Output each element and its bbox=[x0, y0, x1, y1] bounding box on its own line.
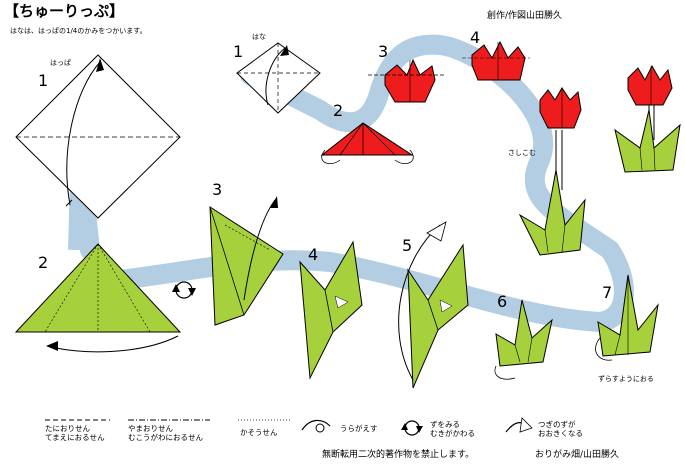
legend-enlarge-line2: おおきくなる bbox=[538, 429, 583, 439]
legend-mountain-fold-line2: むこうがわにおるせん bbox=[128, 433, 203, 443]
leaf-step-7-number: 7 bbox=[602, 283, 613, 302]
flower-step-1-number: 1 bbox=[233, 42, 244, 61]
flower-step-1-diagram bbox=[236, 42, 321, 114]
turn-over-icon bbox=[301, 419, 331, 431]
leaf-step-1-number: 1 bbox=[38, 71, 49, 90]
legend-valley-fold-line1: たにおりせん bbox=[45, 424, 90, 433]
insert-label: さしこむ bbox=[508, 149, 536, 157]
legend-enlarge: つぎのずが おおきくなる bbox=[538, 420, 583, 439]
leaf-step-5-diagram bbox=[398, 221, 469, 389]
leaf-step-6-diagram bbox=[494, 299, 553, 380]
flower-step-4-diagram bbox=[462, 40, 530, 81]
legend-rotate-line1: ずをみる bbox=[430, 420, 460, 429]
leaf-step-2-number: 2 bbox=[38, 253, 49, 272]
finished-tulip bbox=[614, 64, 681, 173]
flower-step-2-number: 2 bbox=[333, 101, 344, 120]
legend-mountain-fold-line1: やまおりせん bbox=[128, 424, 173, 433]
leaf-step-2-diagram bbox=[14, 243, 182, 353]
insert-step-diagram bbox=[518, 130, 586, 256]
flower-label: はな bbox=[252, 33, 266, 41]
flower-step-5-diagram bbox=[539, 87, 582, 129]
legend-crease: かそうせん bbox=[240, 428, 278, 437]
subtitle: はなは、はっぱの1/4のかみをつかいます。 bbox=[10, 27, 147, 35]
page-title: 【ちゅーりっぷ】 bbox=[4, 2, 125, 20]
legend-valley-fold: たにおりせん てまえにおるせん bbox=[45, 424, 105, 443]
flower-step-4-number: 4 bbox=[470, 28, 481, 47]
flower-step-3-diagram bbox=[368, 58, 445, 103]
legend-rotate: ずをみる むきがかわる bbox=[430, 420, 475, 439]
leaf-step-1-diagram bbox=[15, 54, 181, 219]
rotate-symbol bbox=[172, 281, 196, 299]
legend-enlarge-line1: つぎのずが bbox=[538, 420, 576, 429]
copyright-notice: 無断転用二次的著作物を禁止します。 bbox=[322, 450, 475, 460]
shift-fold-label: ずらすようにおる bbox=[598, 375, 654, 383]
leaf-label: はっぱ bbox=[50, 59, 71, 67]
author-credit: 創作/作図山田勝久 bbox=[487, 11, 563, 21]
flower-step-3-number: 3 bbox=[378, 42, 389, 61]
leaf-step-5-number: 5 bbox=[402, 236, 413, 255]
leaf-step-7-diagram bbox=[595, 274, 659, 361]
leaf-step-3-number: 3 bbox=[212, 180, 223, 199]
legend-valley-fold-line2: てまえにおるせん bbox=[45, 433, 105, 443]
legend-symbols bbox=[45, 417, 533, 436]
leaf-step-4-number: 4 bbox=[308, 245, 319, 264]
flower-step-2-diagram bbox=[320, 122, 414, 164]
footer-credit: おりがみ畑/山田勝久 bbox=[535, 450, 620, 460]
legend-mountain-fold: やまおりせん むこうがわにおるせん bbox=[128, 424, 203, 443]
legend-rotate-line2: むきがかわる bbox=[430, 429, 475, 439]
leaf-step-3-diagram bbox=[209, 196, 284, 326]
legend-turn-over: うらがえす bbox=[340, 424, 378, 433]
leaf-step-4-diagram bbox=[299, 240, 363, 380]
leaf-step-6-number: 6 bbox=[497, 292, 508, 311]
